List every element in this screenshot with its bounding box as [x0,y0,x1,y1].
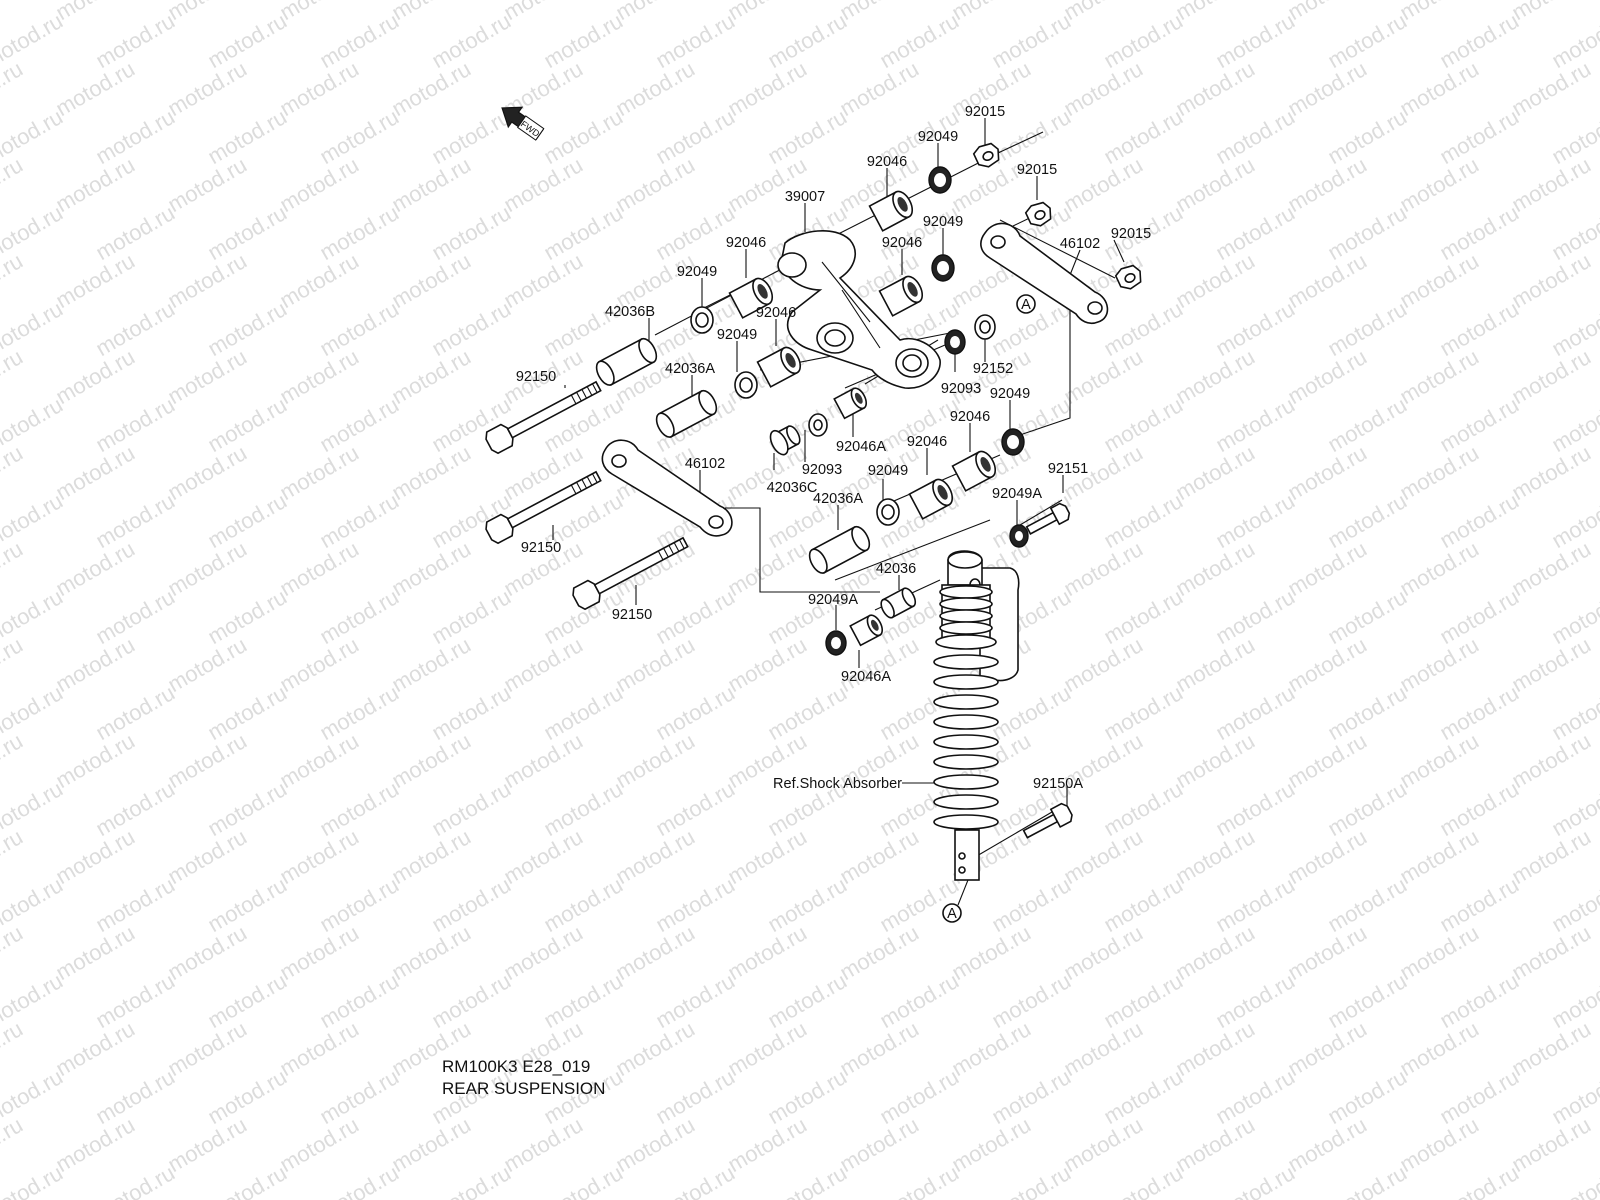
seal-92049-mid [931,254,955,282]
label-92150A: 92150A [1033,776,1083,792]
label-42036A-a: 42036A [665,361,715,377]
ref-marker-a-top-label: A [1021,297,1031,313]
label-92046A-a: 92046A [836,439,886,455]
diagram-code: RM100K3 E28_019 [442,1057,591,1076]
link-46102-right [980,222,1109,325]
seal-92049-low [1001,428,1025,456]
sleeve-42036A-b [808,525,871,574]
label-39007: 39007 [785,189,825,205]
washer-92049-b [734,371,758,399]
nut-92015-c [1114,264,1142,290]
label-92049-e: 92049 [990,386,1030,402]
label-92015-c: 92015 [1111,226,1151,242]
label-46102-b: 46102 [685,456,725,472]
bearing-92046-d [908,478,954,520]
bearing-92046A-a [833,387,868,420]
seal-92049A-b [825,630,847,656]
label-92151: 92151 [1048,461,1088,477]
seal-92049-right [944,329,966,355]
nut-92015-b [1024,201,1052,227]
rocker-arm-39007 [777,229,941,389]
nut-92015-a [972,142,1000,168]
label-92049A-a: 92049A [992,486,1042,502]
label-92049-f: 92049 [868,463,908,479]
bolt-92150A [1022,802,1073,839]
seal-92049A-a [1009,524,1029,548]
label-92046A-b: 92046A [841,669,891,685]
label-92046-a: 92046 [867,154,907,170]
bolt-92150-a [485,380,602,455]
bearing-92046-b [756,346,802,388]
label-46102-a: 46102 [1060,236,1100,252]
bolt-92150-c [572,536,689,611]
label-92150-a: 92150 [516,369,556,385]
parts: A A [485,142,1142,923]
label-92046-e: 92046 [950,409,990,425]
bearing-92046-c [951,450,997,492]
bolt-92151 [1025,502,1071,535]
bearing-92046-top [868,190,914,232]
label-92046-b: 92046 [726,235,766,251]
sleeve-42036A-a [655,389,718,438]
bolt-92150-b [485,470,602,545]
bearing-92046-mid [878,275,924,317]
label-92049-c: 92049 [677,264,717,280]
label-92049-b: 92049 [923,214,963,230]
washer-92152 [974,314,996,340]
part-labels: 92015 92049 92046 39007 92015 92049 4610… [516,104,1151,792]
label-42036B: 42036B [605,304,655,320]
label-92150-b: 92150 [521,540,561,556]
washer-92049-left [690,306,714,334]
label-92049-a: 92049 [918,129,958,145]
collar-42036C [769,425,801,456]
diagram-caption: RM100K3 E28_019 REAR SUSPENSION [442,1056,605,1100]
label-92046-c: 92046 [882,235,922,251]
label-92046-d: 92046 [756,305,796,321]
label-92046-f: 92046 [907,434,947,450]
label-92152: 92152 [973,361,1013,377]
sleeve-42036B [595,337,658,386]
washer-92093 [808,413,828,437]
bearing-92046-left [728,277,774,319]
label-92150-c: 92150 [612,607,652,623]
diagram-title: REAR SUSPENSION [442,1079,606,1098]
label-shock-ref: Ref.Shock Absorber [773,776,902,792]
label-92049-d: 92049 [717,327,757,343]
ref-marker-a-bottom-label: A [947,906,957,922]
label-42036: 42036 [876,561,916,577]
label-42036C: 42036C [767,480,818,496]
sleeve-42036 [880,587,917,619]
label-92093-b: 92093 [802,462,842,478]
ref-marker-a-top: A [1016,294,1036,314]
bearing-92046A-b [849,614,884,647]
washer-92049-c [876,498,900,526]
spring-coils [933,585,999,830]
label-42036A-b: 42036A [813,491,863,507]
fwd-arrow-icon: FWD [501,106,545,141]
ref-marker-a-bottom: A [942,903,962,923]
label-92049A-b: 92049A [808,592,858,608]
label-92015-b: 92015 [1017,162,1057,178]
label-92015-a: 92015 [965,104,1005,120]
seal-92049-top [928,166,952,194]
shock-absorber [933,550,1020,881]
link-46102-left [601,439,733,537]
label-92093-a: 92093 [941,381,981,397]
